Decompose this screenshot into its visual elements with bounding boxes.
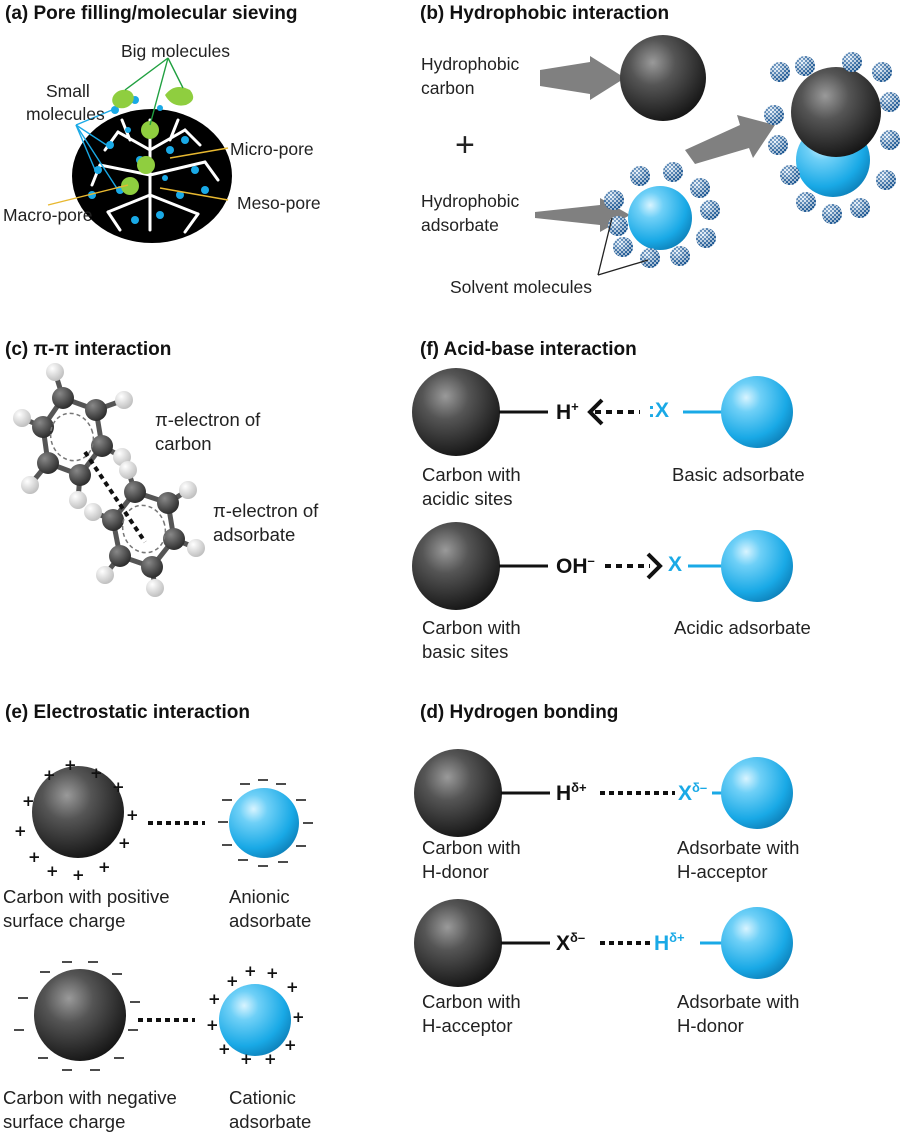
adsorbate-h-acceptor-line2: H-acceptor — [677, 861, 768, 882]
h-plus-symbol: H+ — [556, 399, 579, 424]
pi-electron-carbon-line2: carbon — [155, 433, 212, 454]
svg-text:+: + — [98, 858, 111, 876]
svg-text:+: + — [240, 1050, 253, 1068]
svg-text:+: + — [118, 834, 131, 852]
svg-text:+: + — [72, 866, 85, 884]
hydrophobic-adsorbate-label-line1: Hydrophobic — [421, 191, 520, 211]
carbon-positive-line2: surface charge — [3, 910, 126, 931]
hbond-row-2 — [414, 899, 793, 987]
h2-delta-plus-symbol: Hδ+ — [654, 930, 685, 955]
acid-base-row-1 — [412, 368, 793, 456]
svg-text:+: + — [284, 1036, 297, 1054]
plus-sign: + — [455, 126, 475, 164]
carbon-negative-line1: Carbon with negative — [3, 1087, 177, 1108]
carbon-negative-line2: surface charge — [3, 1111, 126, 1132]
panel-b-title: (b) Hydrophobic interaction — [420, 3, 670, 24]
hydrophobic-adsorbate-group — [604, 162, 720, 268]
pi-electron-adsorbate-line1: π-electron of — [213, 500, 319, 521]
anionic-line2: adsorbate — [229, 910, 312, 931]
adsorbate-h-donor-line2: H-donor — [677, 1015, 744, 1036]
pore-carbon-particle — [72, 86, 232, 243]
svg-text:+: + — [46, 862, 59, 880]
carbon-h-acceptor-line2: H-acceptor — [422, 1015, 513, 1036]
hydrophobic-carbon-sphere — [620, 35, 706, 121]
panel-d-title: (d) Hydrogen bonding — [420, 702, 619, 723]
meso-pore-label: Meso-pore — [237, 193, 321, 213]
panel-f-title: (f) Acid-base interaction — [420, 339, 637, 360]
svg-text:+: + — [264, 1050, 277, 1068]
macro-pore-label: Macro-pore — [3, 205, 93, 225]
svg-text:+: + — [286, 978, 299, 996]
benzene-molecules — [13, 363, 205, 597]
pi-electron-carbon-line1: π-electron of — [155, 409, 261, 430]
svg-text:+: + — [218, 1040, 231, 1058]
big-molecules-label: Big molecules — [121, 41, 230, 61]
basic-adsorbate-label: Basic adsorbate — [672, 464, 805, 485]
h-delta-plus-symbol: Hδ+ — [556, 780, 587, 805]
x-delta-minus-symbol: Xδ– — [678, 780, 708, 805]
carbon-h-acceptor-line1: Carbon with — [422, 991, 521, 1012]
pi-electron-adsorbate-line2: adsorbate — [213, 524, 296, 545]
x2-delta-minus-symbol: Xδ– — [556, 930, 586, 955]
hydrophobic-arrows — [535, 56, 775, 232]
adsorbate-h-acceptor-line1: Adsorbate with — [677, 837, 800, 858]
basic-x-symbol: :X — [648, 399, 669, 422]
electrostatic-negative-charges — [14, 961, 140, 1071]
svg-text:+: + — [208, 990, 221, 1008]
electrostatic-positive — [32, 766, 299, 858]
pore-pointer-lines — [47, 57, 229, 206]
svg-text:+: + — [126, 806, 139, 824]
hydrophobic-complex — [764, 52, 900, 224]
svg-text:+: + — [28, 848, 41, 866]
hydrophobic-adsorbate-label-line2: adsorbate — [421, 215, 499, 235]
small-molecules-label-line1: Small — [46, 81, 90, 101]
micro-pore-label: Micro-pore — [230, 139, 314, 159]
adsorbate-h-donor-line1: Adsorbate with — [677, 991, 800, 1012]
carbon-h-donor-line2: H-donor — [422, 861, 489, 882]
svg-text:+: + — [14, 822, 27, 840]
anionic-line1: Anionic — [229, 886, 290, 907]
svg-text:+: + — [292, 1008, 305, 1026]
carbon-basic-line2: basic sites — [422, 641, 509, 662]
svg-text:+: + — [22, 792, 35, 810]
svg-text:+: + — [206, 1016, 219, 1034]
hydrophobic-carbon-label-line1: Hydrophobic — [421, 54, 520, 74]
svg-text:+: + — [90, 764, 103, 782]
electrostatic-negative — [34, 969, 291, 1061]
hydrophobic-carbon-label-line2: carbon — [421, 78, 475, 98]
cationic-line1: Cationic — [229, 1087, 296, 1108]
cationic-line2: adsorbate — [229, 1111, 312, 1132]
solvent-molecules-label: Solvent molecules — [450, 277, 593, 297]
acid-base-row-2 — [412, 522, 793, 610]
svg-text:+: + — [43, 766, 56, 784]
svg-text:+: + — [64, 756, 77, 774]
oh-minus-symbol: OH– — [556, 553, 595, 578]
panel-e-title: (e) Electrostatic interaction — [5, 702, 250, 723]
acidic-x-symbol: X — [668, 553, 683, 576]
solvent-pointer-lines — [597, 217, 649, 276]
svg-text:+: + — [226, 972, 239, 990]
electrostatic-anion-charges — [218, 779, 313, 867]
carbon-h-donor-line1: Carbon with — [422, 837, 521, 858]
svg-text:+: + — [266, 964, 279, 982]
electrostatic-positive-charges: +++ +++ +++ +++ — [14, 756, 139, 884]
svg-text:+: + — [112, 778, 125, 796]
panel-c-title: (c) π-π interaction — [5, 339, 172, 360]
carbon-basic-line1: Carbon with — [422, 617, 521, 638]
carbon-acidic-line1: Carbon with — [422, 464, 521, 485]
electrostatic-cation-charges: + + + + + + + + + + + — [206, 962, 305, 1068]
carbon-acidic-line2: acidic sites — [422, 488, 513, 509]
panel-a-title: (a) Pore filling/molecular sieving — [5, 3, 298, 24]
small-molecules-label-line2: molecules — [26, 104, 105, 124]
svg-text:+: + — [244, 962, 257, 980]
carbon-positive-line1: Carbon with positive — [3, 886, 170, 907]
acidic-adsorbate-label: Acidic adsorbate — [674, 617, 811, 638]
hbond-row-1 — [414, 749, 793, 837]
